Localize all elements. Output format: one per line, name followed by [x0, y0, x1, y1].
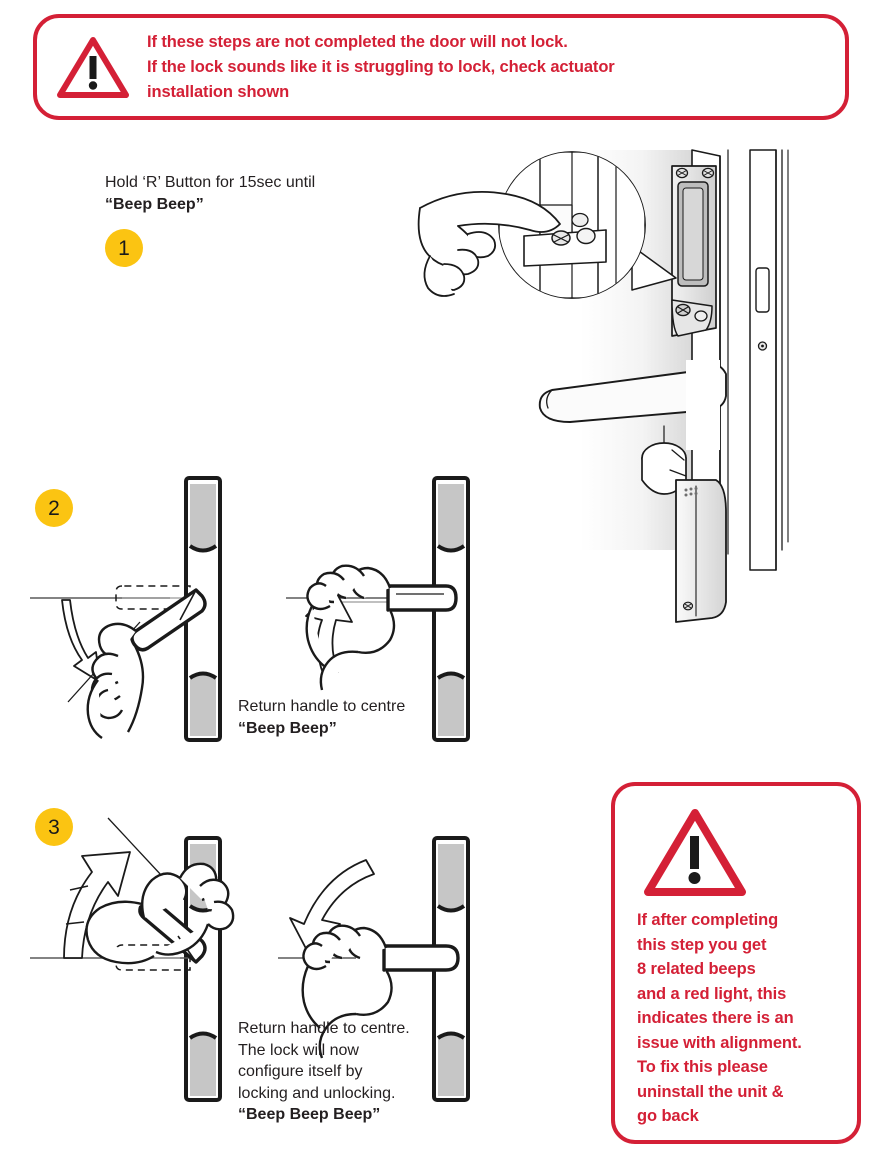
step-3-illustration: [30, 790, 520, 1110]
step-1-caption-line-2: “Beep Beep”: [105, 195, 204, 213]
step-3-caption-line-3: configure itself by: [238, 1063, 363, 1080]
warning-triangle-icon: [57, 37, 129, 98]
warning-bottom-line-5: indicates there is an: [637, 1009, 794, 1027]
step-2-caption-line-1: Return handle to centre: [238, 698, 406, 715]
step-badge-1: 1: [105, 229, 143, 267]
warning-top-line-3: installation shown: [147, 82, 290, 101]
warning-triangle-icon: [644, 809, 746, 896]
warning-bottom-line-8: uninstall the unit &: [637, 1082, 784, 1101]
warning-bottom-line-1: If after completing: [637, 911, 779, 929]
warning-callout-bottom: If after completing this step you get 8 …: [611, 782, 861, 1144]
warning-bottom-line-7: To fix this please: [637, 1058, 768, 1076]
step-3-caption-line-5: “Beep Beep Beep”: [238, 1106, 381, 1123]
warning-bottom-line-2: this step you get: [637, 935, 767, 954]
step-badge-2: 2: [35, 489, 73, 527]
warning-top-text: If these steps are not completed the doo…: [147, 30, 615, 105]
warning-callout-top: If these steps are not completed the doo…: [33, 14, 849, 120]
step-1-caption-line-1: Hold ‘R’ Button for 15sec until: [105, 174, 316, 191]
step-badge-3: 3: [35, 808, 73, 846]
step-2-illustration: [30, 470, 520, 750]
warning-bottom-line-4: and a red light, this: [637, 984, 787, 1003]
warning-top-line-1: If these steps are not completed the doo…: [147, 32, 568, 51]
warning-bottom-line-6: issue with alignment.: [637, 1033, 802, 1052]
step-2-caption-line-2: “Beep Beep”: [238, 719, 337, 737]
warning-bottom-text: If after completing this step you get 8 …: [637, 908, 843, 1129]
step-3-caption-line-2: The lock will now: [238, 1041, 359, 1059]
step-1-caption: Hold ‘R’ Button for 15sec until “Beep Be…: [105, 172, 435, 215]
step-3-caption-line-4: locking and unlocking.: [238, 1084, 396, 1102]
warning-bottom-line-9: go back: [637, 1107, 699, 1125]
warning-top-line-2: If the lock sounds like it is struggling…: [147, 57, 615, 76]
step-3-caption: Return handle to centre. The lock will n…: [238, 1018, 488, 1126]
step-1-illustration: [417, 149, 840, 670]
step-3-caption-line-1: Return handle to centre.: [238, 1020, 410, 1037]
warning-bottom-line-3: 8 related beeps: [637, 960, 756, 978]
step-2-caption: Return handle to centre “Beep Beep”: [238, 696, 488, 739]
